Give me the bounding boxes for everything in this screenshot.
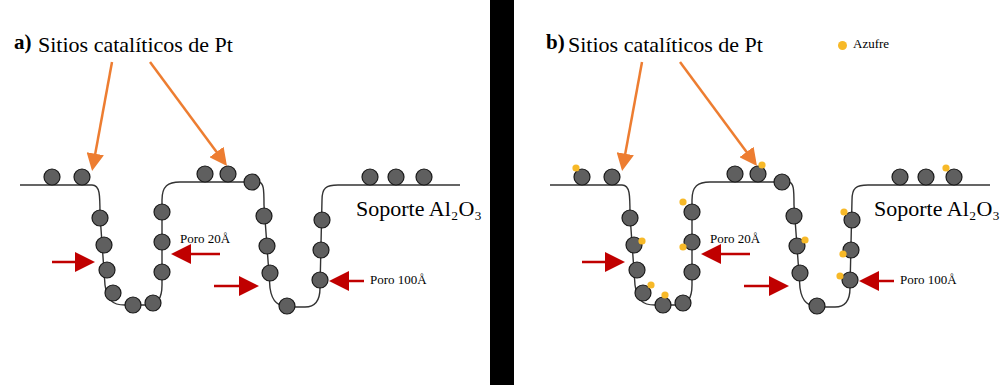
sulfur-dot [758,161,765,168]
support-label: Soporte Al₂O₃ [874,196,1000,221]
sulfur-dot [942,164,949,171]
panel-b [550,62,990,314]
panel-a [20,62,460,314]
sulfur-dot [572,164,579,171]
sulfur-dot [679,243,686,250]
sulfur-dot [679,198,686,205]
pore-label: Poro 100Å [370,273,427,288]
sulfur-dot [840,208,847,215]
panel-letter: a) [14,30,32,54]
pore-label: Poro 20Å [710,232,760,247]
panel-letter: b) [546,30,565,54]
divider-bar [490,0,514,385]
sulfur-dot [661,291,668,298]
sulfur-dot [839,250,846,257]
site-label: Sitios catalíticos de Pt [38,32,233,57]
site-label: Sitios catalíticos de Pt [568,32,763,57]
sulfur-dot [647,281,654,288]
pore-label: Poro 20Å [180,232,230,247]
sulfur-dot [638,237,645,244]
sulfur-dot [801,236,808,243]
pore-label: Poro 100Å [900,273,957,288]
sulfur-dots [572,161,949,298]
legend-swatch [838,41,847,50]
legend-text: Azufre [853,37,889,52]
support-label: Soporte Al₂O₃ [356,196,482,221]
sulfur-dot [836,272,843,279]
